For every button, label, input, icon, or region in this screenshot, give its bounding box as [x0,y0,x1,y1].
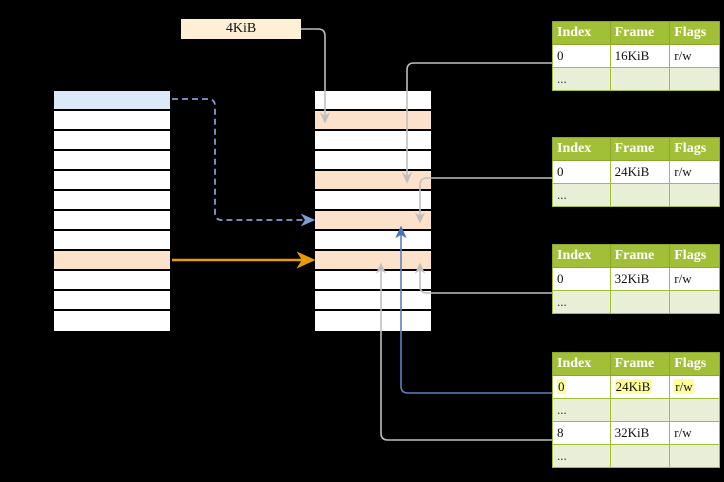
column-header-flags: Flags [669,137,720,161]
virtual-address-space-column [52,89,172,333]
cell-index: 8 [552,421,611,445]
virtual-page-cell-0 [54,91,170,111]
cell-index: ... [552,183,611,207]
column-header-flags: Flags [669,21,720,45]
cell-index: ... [552,67,611,91]
cell-flags [669,290,720,314]
page-size-label: 4KiB [181,19,301,39]
virtual-page-cell-7 [54,231,170,251]
column-header-frame: Frame [609,244,671,268]
cell-frame [609,290,671,314]
table-row[interactable]: ... [552,444,720,468]
physical-frame-cell-1 [315,111,431,131]
virtual-page-cell-6 [54,211,170,231]
virtual-page-cell-4 [54,171,170,191]
column-header-flags: Flags [669,244,720,268]
virtual-page-cell-3 [54,151,170,171]
cell-frame: 24KiB [609,160,671,184]
virtual-page-cell-5 [54,191,170,211]
cell-index: ... [552,290,611,314]
physical-frame-cell-3 [315,151,431,171]
physical-frame-cell-8 [315,251,431,271]
column-header-frame: Frame [609,21,671,45]
column-header-frame: Frame [609,137,671,161]
cell-frame [609,444,671,468]
cell-index: ... [552,398,611,422]
virtual-page-cell-1 [54,111,170,131]
virtual-page-cell-9 [54,271,170,291]
column-header-flags: Flags [669,352,720,376]
cell-flags: r/w [669,160,720,184]
virtual-page-cell-8 [54,251,170,271]
virtual-page-cell-2 [54,131,170,151]
physical-memory-column [313,89,433,333]
physical-frame-cell-6 [315,211,431,231]
cell-index: 0 [552,267,611,291]
cell-frame [609,183,671,207]
virtual-page-cell-11 [54,311,170,331]
column-header-index: Index [552,352,611,376]
physical-frame-cell-2 [315,131,431,151]
cell-flags [669,183,720,207]
cell-frame [609,67,671,91]
physical-frame-cell-0 [315,91,431,111]
column-header-frame: Frame [609,352,671,376]
cell-index: ... [552,444,611,468]
virtual-page-cell-10 [54,291,170,311]
cell-index: 0 [552,160,611,184]
table-row[interactable]: ... [552,290,720,314]
column-header-index: Index [552,137,611,161]
cell-index: 0 [552,44,611,68]
cell-frame: 16KiB [609,44,671,68]
cell-frame [609,398,671,422]
cell-flags: r/w [669,421,720,445]
cell-flags: r/w [669,267,720,291]
cell-frame: 24KiB [609,375,671,399]
physical-frame-cell-5 [315,191,431,211]
physical-frame-cell-9 [315,271,431,291]
cell-frame: 32KiB [609,267,671,291]
physical-frame-cell-7 [315,231,431,251]
cell-flags: r/w [669,375,720,399]
column-header-index: Index [552,244,611,268]
table-row[interactable]: ... [552,398,720,422]
cell-flags [669,67,720,91]
cell-index: 0 [552,375,611,399]
cell-frame: 32KiB [609,421,671,445]
table-row[interactable]: ... [552,67,720,91]
cell-flags [669,444,720,468]
cell-flags [669,398,720,422]
physical-frame-cell-11 [315,311,431,331]
physical-frame-cell-10 [315,291,431,311]
cell-flags: r/w [669,44,720,68]
physical-frame-cell-4 [315,171,431,191]
column-header-index: Index [552,21,611,45]
table-row[interactable]: ... [552,183,720,207]
